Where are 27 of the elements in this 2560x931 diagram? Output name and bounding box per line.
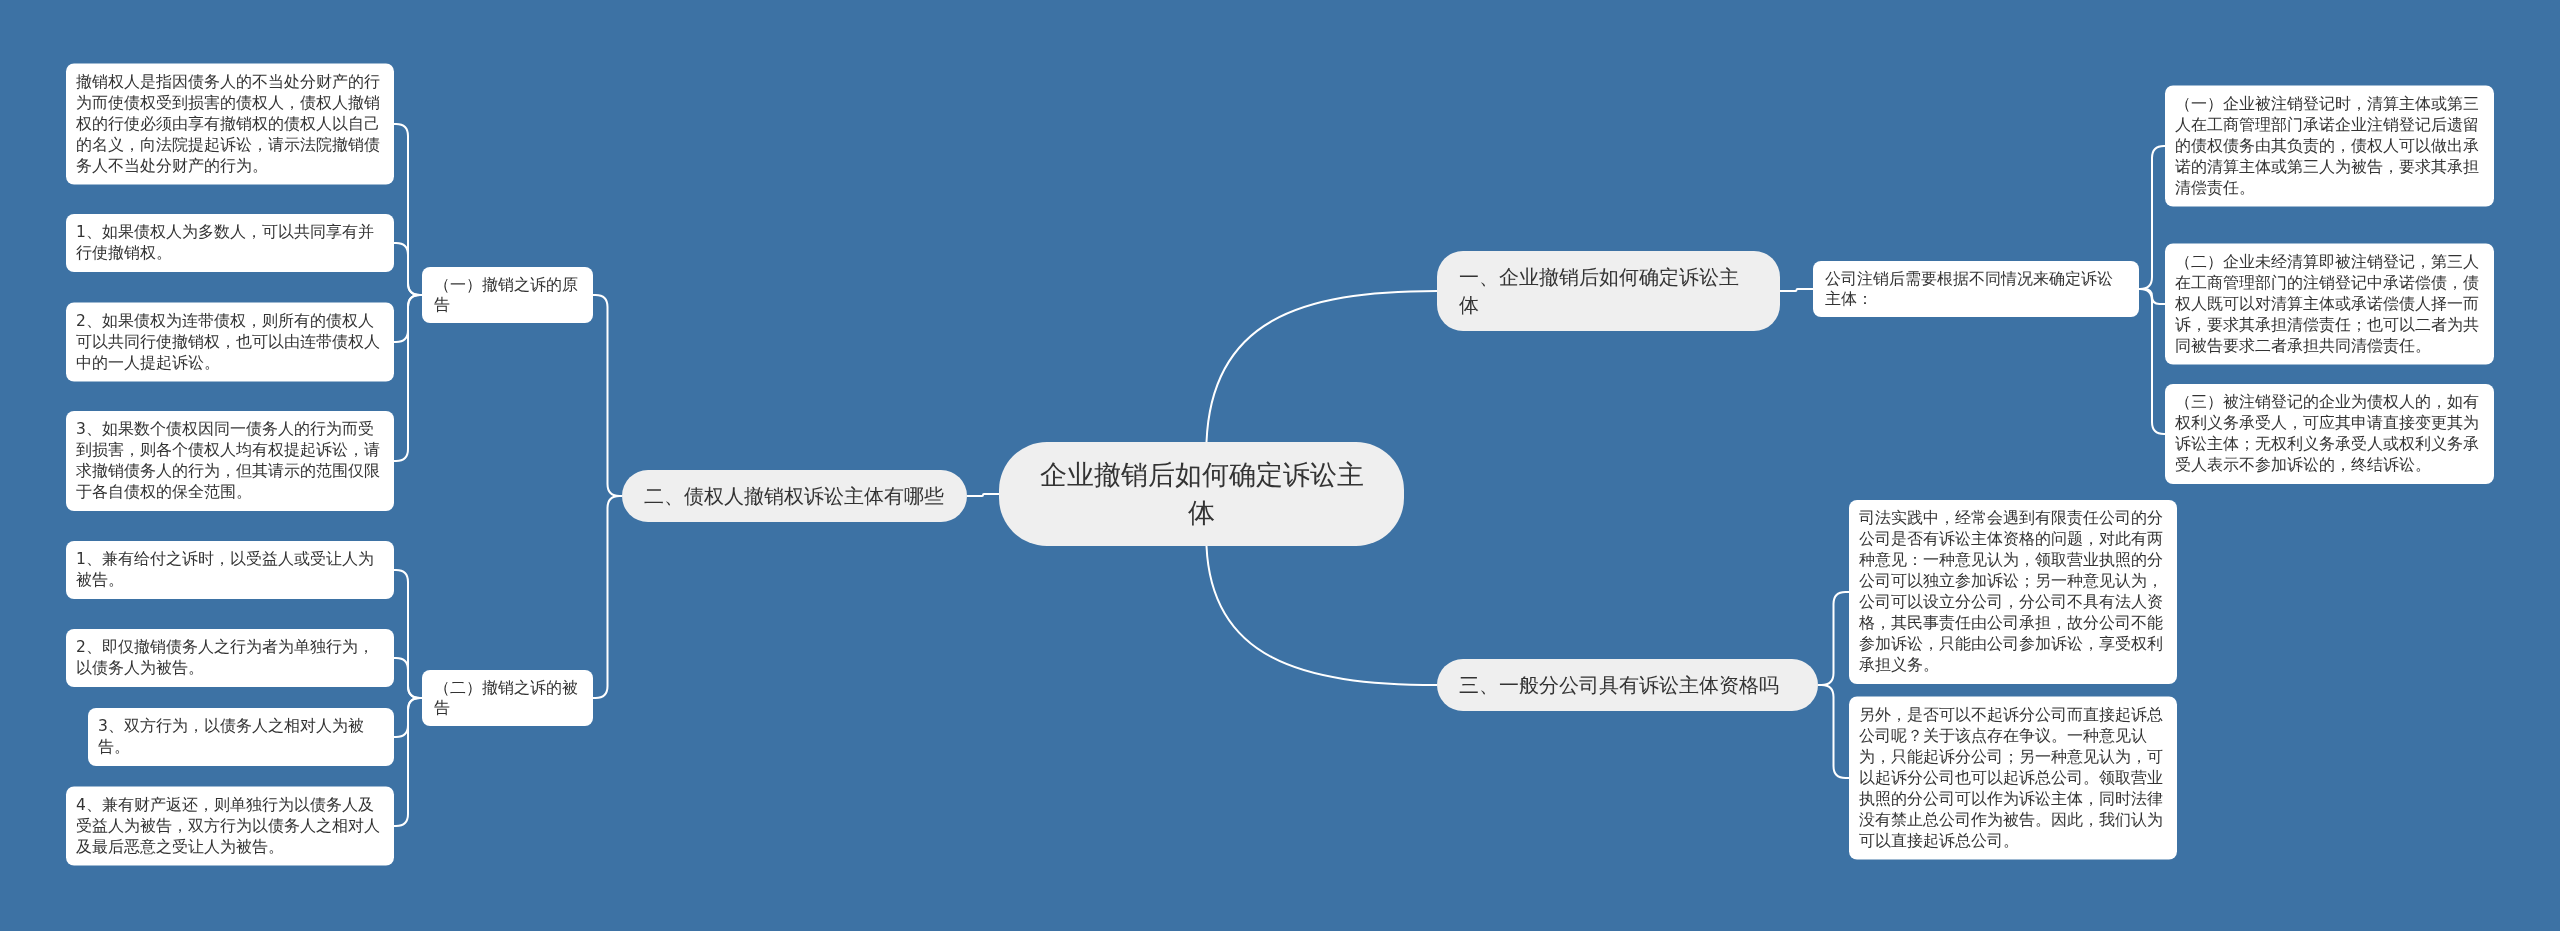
note-box: （一）企业被注销登记时，清算主体或第三人在工商管理部门承诺企业注销登记后遗留的债权债务由其负责的，债权人可以做出承诺的清算主体或第三人为被告，要求其承担清偿责任。 [2165,85,2494,207]
topic-bubble: 二、债权人撤销权诉讼主体有哪些 [622,470,967,522]
connector-line [966,493,1000,497]
note-box: 1、兼有给付之诉时，以受益人或受让人为被告。 [66,541,394,599]
connector-line [2138,288,2166,435]
note-box: 另外，是否可以不起诉分公司而直接起诉总公司呢？关于该点存在争议。一种意见认为，只能起诉分公司；另一种意见认为，可以起诉分公司也可以起诉总公司。领取营业执照的分公司可以作为诉讼主体，同时法律没有禁止总公司作为被告。因此，我们认为可以直接起诉总公司。 [1849,696,2177,860]
note-box: 3、双方行为，以债务人之相对人为被告。 [88,708,394,766]
note-box: 3、如果数个债权因同一债务人的行为而受到损害，则各个债权人均有权提起诉讼，请求撤销债务人的行为，但其请示的范围仅限于各自债权的保全范围。 [66,411,394,511]
note-box: （三）被注销登记的企业为债权人的，如有权利义务承受人，可应其申请直接变更其为诉讼主体；无权利义务承受人或权利义务承受人表示不参加诉讼的，终结诉讼。 [2165,384,2494,484]
topic-bubble: 三、一般分公司具有诉讼主体资格吗 [1437,659,1818,711]
note-box: 2、如果债权为连带债权，则所有的债权人可以共同行使撤销权，也可以由连带债权人中的一人提起诉讼。 [66,302,394,382]
note-box: 1、如果债权人为多数人，可以共同享有并行使撤销权。 [66,214,394,272]
subtopic-box: （二）撤销之诉的被告 [422,670,593,726]
note-box: 4、兼有财产返还，则单独行为以债务人及受益人为被告，双方行为以债务人之相对人及最后恶意之受让人为被告。 [66,786,394,866]
connector-line [1779,288,1814,292]
central-topic: 企业撤销后如何确定诉讼主体 [999,442,1404,546]
subtopic-box: （一）撤销之诉的原告 [422,267,593,323]
connector-line [393,294,423,462]
connector-line [393,697,423,827]
subtopic-box: 公司注销后需要根据不同情况来确定诉讼主体： [1813,261,2139,317]
topic-bubble: 一、企业撤销后如何确定诉讼主体 [1437,251,1780,331]
note-box: （二）企业未经清算即被注销登记，第三人在工商管理部门的注销登记中承诺偿债，债权人既可以对清算主体或承诺偿债人择一而诉，要求其承担清偿责任；也可以二者为共同被告要求二者承担共同清偿责任。 [2165,243,2494,365]
note-box: 司法实践中，经常会遇到有限责任公司的分公司是否有诉讼主体资格的问题，对此有两种意见：一种意见认为，领取营业执照的分公司可以独立参加诉讼；另一种意见认为，公司可以设立分公司，分公司不具有法人资格，其民事责任由公司承担，故分公司不能参加诉讼，只能由公司参加诉讼，享受权利承担义务。 [1849,500,2177,684]
connector-line [1205,290,1438,443]
connector-line [1205,545,1438,686]
note-box: 撤销权人是指因债务人的不当处分财产的行为而使债权受到损害的债权人，债权人撤销权的行使必须由享有撤销权的债权人以自己的名义，向法院提起诉讼，请示法院撤销债务人不当处分财产的行为。 [66,63,394,185]
note-box: 2、即仅撤销债务人之行为者为单独行为，以债务人为被告。 [66,629,394,687]
